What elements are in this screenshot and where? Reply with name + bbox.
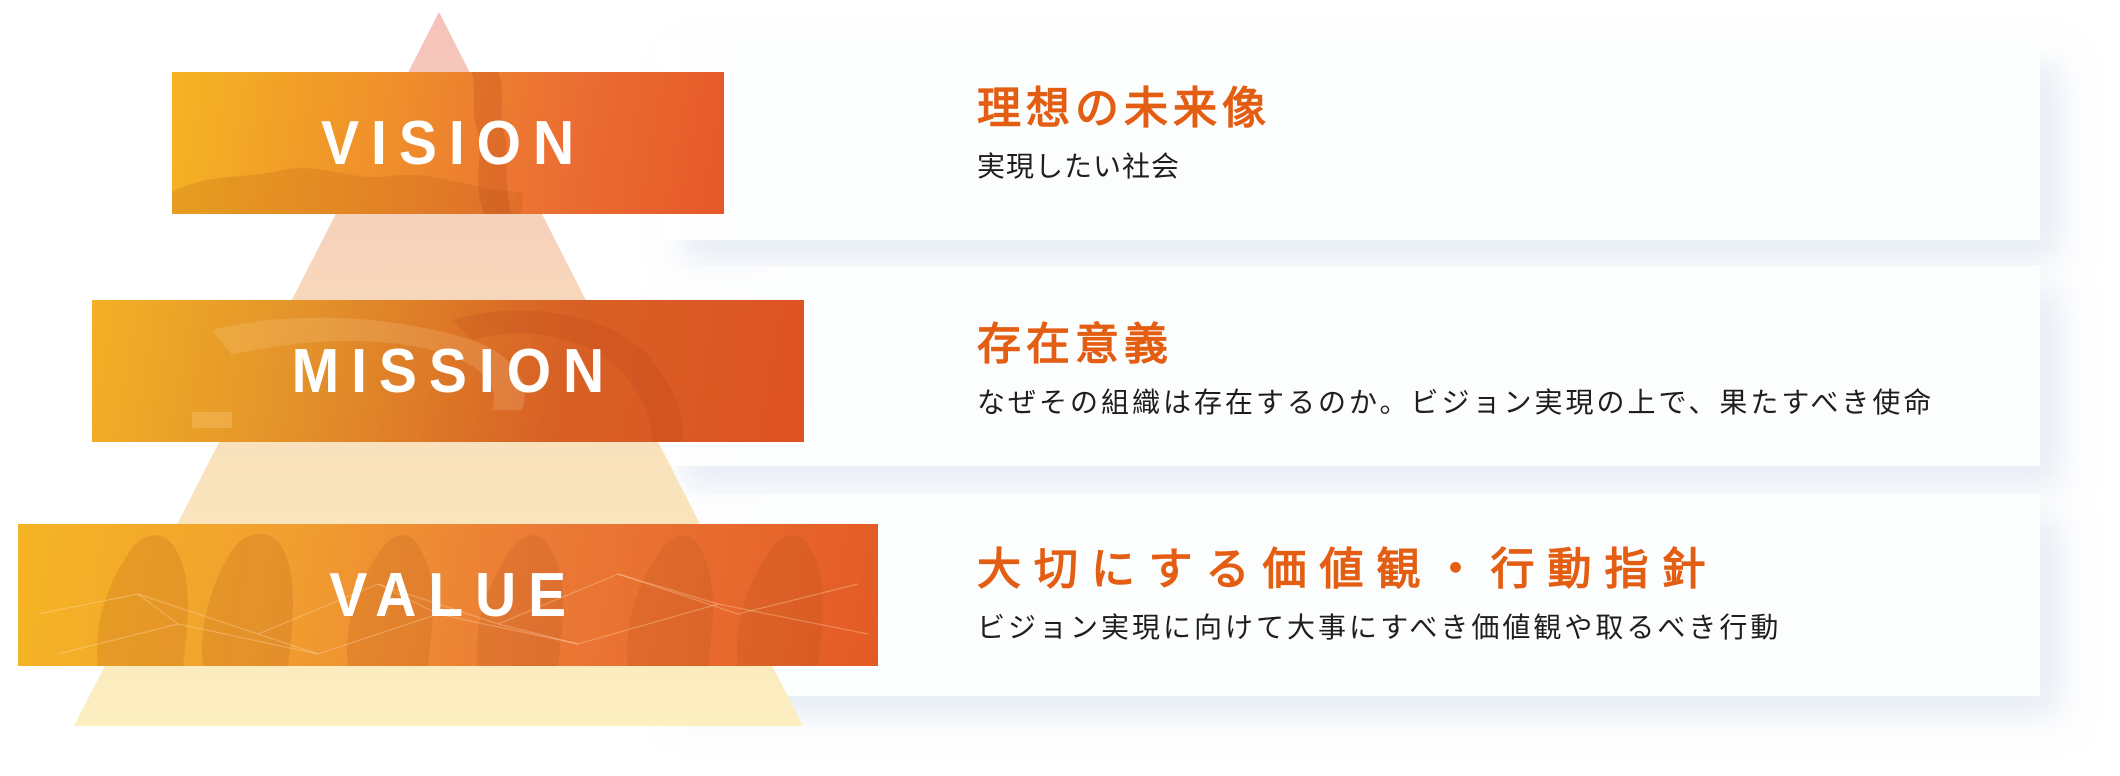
mission-title: 存在意義	[977, 319, 1173, 370]
mission-text-block: 存在意義 なぜその組織は存在するのか。ビジョン実現の上で、果たすべき使命	[977, 318, 1934, 420]
value-card	[660, 494, 2040, 696]
vision-description: 実現したい社会	[977, 150, 1181, 183]
vision-text-block: 理想の未来像 実現したい社会	[977, 82, 1271, 184]
value-label: VALUE	[329, 560, 579, 630]
mission-card	[660, 266, 2040, 466]
value-description: ビジョン実現に向けて大事にすべき価値観や取るべき行動	[977, 611, 1782, 644]
vision-label-box: VISION	[172, 72, 724, 214]
value-text-block: 大切にする価値観・行動指針 ビジョン実現に向けて大事にすべき価値観や取るべき行動	[977, 543, 1781, 645]
vision-photo-overlay	[172, 72, 522, 214]
vision-label: VISION	[321, 108, 587, 178]
mission-label-box: MISSION	[92, 300, 804, 442]
mission-label: MISSION	[291, 336, 617, 406]
mission-description: なぜその組織は存在するのか。ビジョン実現の上で、果たすべき使命	[977, 386, 1935, 419]
value-title: 大切にする価値観・行動指針	[977, 544, 1719, 595]
value-label-box: VALUE	[18, 524, 878, 666]
vision-card	[660, 40, 2040, 240]
value-photo-overlay	[37, 534, 869, 666]
mission-photo-overlay	[192, 310, 684, 442]
vision-title: 理想の未来像	[977, 83, 1271, 134]
